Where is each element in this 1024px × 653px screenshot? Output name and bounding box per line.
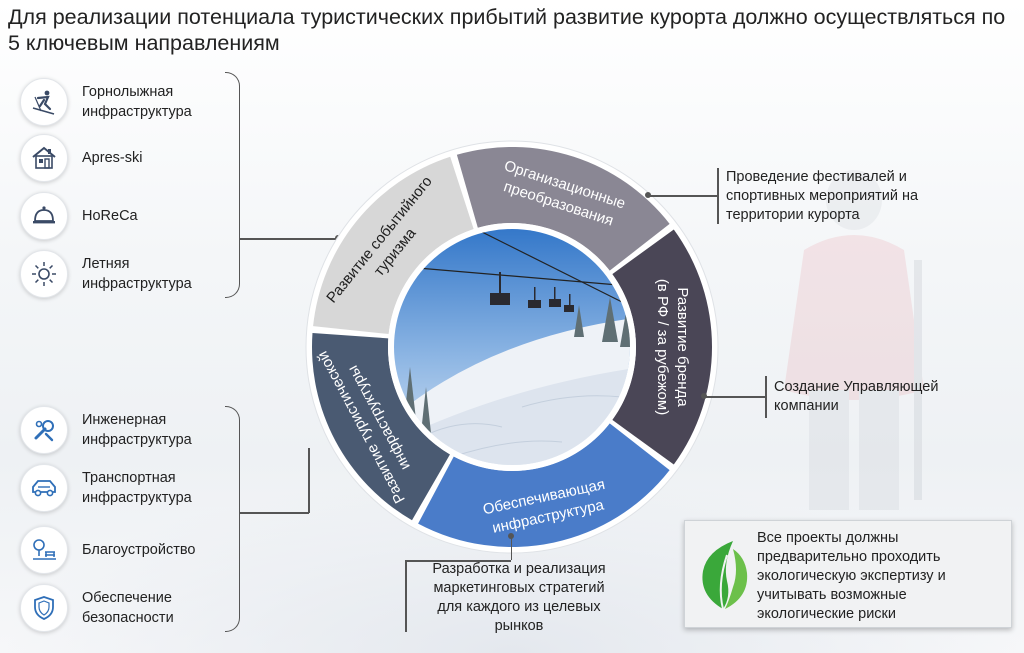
chalet-icon [20,134,68,182]
sun-icon [20,250,68,298]
category-apres-ski: Apres-ski [20,134,142,182]
category-label: Обеспечение безопасности [82,590,174,626]
category-landscaping: Благоустройство [20,526,195,574]
connector-line [405,560,511,562]
category-summer-infrastructure: Летняя инфраструктура [20,250,192,298]
category-engineering-infrastructure: Инженерная инфраструктура [20,406,192,454]
category-label: HoReCa [82,208,138,224]
ecology-note-text: Все проекты должны предварительно проход… [757,530,946,622]
connector-line [239,238,339,240]
connector-line [650,195,718,197]
directions-ring-diagram: Развитие туристическойинфраструктурыРазв… [305,140,719,554]
callout-brand: Разработка и реализация маркетинговых ст… [432,561,606,634]
connector-line [308,448,310,513]
category-label: Транспортная инфраструктура [82,470,192,506]
background-skier-image [784,170,924,510]
category-label: Инженерная инфраструктура [82,412,192,448]
category-label: Благоустройство [82,542,196,558]
ring-segment-label: Развитие бренда(в РФ / за рубежом) [654,279,691,415]
category-horeca: HoReCa [20,192,138,240]
ring-segment-event-tourism [313,156,474,335]
ring-segment-organizational-changes [456,147,670,271]
segment-label-line1: Развитие бренда [674,287,691,407]
callout-management: Создание Управляющей компании [774,379,939,414]
cloche-icon [20,192,68,240]
category-transport-infrastructure: Транспортная инфраструктура [20,464,192,512]
ring-segment-supporting-infrastructure [418,423,670,547]
category-label: Летняя инфраструктура [82,256,192,292]
connector-line [510,538,512,560]
callout-bar [405,560,407,632]
connector-line [706,396,766,398]
category-label: Apres-ski [82,150,143,166]
car-icon [20,464,68,512]
category-security: Обеспечение безопасности [20,584,174,632]
callout-bar [717,168,719,224]
wrench-icon [20,406,68,454]
ecology-note-box: Все проекты должны предварительно проход… [684,520,1012,628]
skier-icon [20,78,68,126]
callout-bar [765,376,767,418]
connector-dot [701,393,707,399]
page-title: Для реализации потенциала туристических … [8,5,1006,55]
connector-line [239,512,309,514]
group-bracket-supporting [225,406,240,632]
connector-dot [645,192,651,198]
connector-dot [508,533,514,539]
park-icon [20,526,68,574]
ring-segment-brand-development [612,229,712,465]
ring-segment-tourist-infrastructure [312,333,450,521]
segment-label-line2: (в РФ / за рубежом) [654,279,671,415]
group-bracket-tourist [225,72,240,298]
callout-events: Проведение фестивалей и спортивных мероп… [726,169,919,223]
category-ski-infrastructure: Горнолыжная инфраструктура [20,78,192,126]
leaf-icon [702,541,748,610]
category-label: Горнолыжная инфраструктура [82,84,192,120]
shield-icon [20,584,68,632]
